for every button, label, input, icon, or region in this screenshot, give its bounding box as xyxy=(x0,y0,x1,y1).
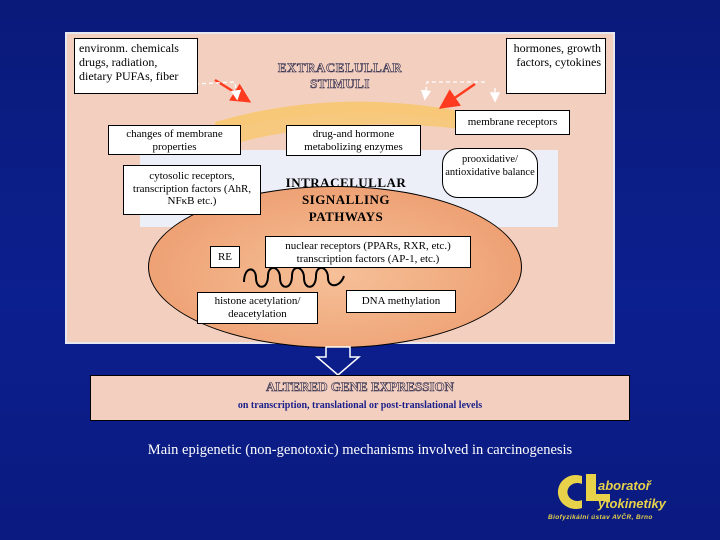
arrow-horm-2 xyxy=(420,81,485,101)
membrane-receptors-box: membrane receptors xyxy=(455,110,570,135)
logo-subtitle: Biofyzikální ústav AVČR, Brno xyxy=(548,514,653,521)
cytosolic-box: cytosolic receptors, transcription facto… xyxy=(123,165,261,215)
logo-line2: ytokinetiky xyxy=(597,496,667,511)
gene-expression-subtitle: on transcription, translational or post-… xyxy=(237,400,483,411)
dna-methylation-text: DNA methylation xyxy=(361,295,441,307)
membrane-receptors-text: membrane receptors xyxy=(467,116,558,128)
gene-expression-title: ALTERED GENE EXPRESSION xyxy=(265,379,455,395)
logo-line1: aboratoř xyxy=(598,478,653,493)
cytosolic-text: cytosolic receptors, transcription facto… xyxy=(132,170,252,207)
gene-expression-box xyxy=(90,375,630,421)
drug-enzymes-box: drug-and hormone metabolizing enzymes xyxy=(286,125,421,156)
re-text: RE xyxy=(217,251,233,263)
drug-enzymes-text: drug-and hormone metabolizing enzymes xyxy=(304,128,403,153)
down-arrow-icon xyxy=(315,346,361,376)
intracellular-title: INTRACELULLAR SIGNALLING PATHWAYS xyxy=(285,175,407,224)
dna-methylation-box: DNA methylation xyxy=(346,290,456,313)
environmental-factors-box: environm. chemicals drugs, radiation, di… xyxy=(74,38,198,94)
histone-box: histone acetylation/ deacetylation xyxy=(197,292,318,324)
membrane-properties-box: changes of membrane properties xyxy=(108,125,241,155)
hormones-text: hormones, growth factors, cytokines xyxy=(513,41,601,69)
nuclear-receptors-text: nuclear receptors (PPARs, RXR, etc.) tra… xyxy=(285,240,451,265)
arrow-env-2 xyxy=(194,81,242,101)
arrow-horm-1 xyxy=(438,82,476,109)
laboratory-logo: aboratoř ytokinetiky xyxy=(557,474,667,511)
figure-caption: Main epigenetic (non-genotoxic) mechanis… xyxy=(147,442,573,458)
extracellular-title: EXTRACELULLAR STIMULI xyxy=(277,60,403,92)
hormones-box: hormones, growth factors, cytokines xyxy=(506,38,606,94)
prooxidative-box: prooxidative/ antioxidative balance xyxy=(442,148,538,198)
nuclear-receptors-box: nuclear receptors (PPARs, RXR, etc.) tra… xyxy=(265,236,471,268)
membrane-properties-text: changes of membrane properties xyxy=(126,128,223,153)
prooxidative-text: prooxidative/ antioxidative balance xyxy=(445,154,535,178)
histone-text: histone acetylation/ deacetylation xyxy=(214,295,301,320)
chromatin-icon xyxy=(243,267,345,288)
re-box: RE xyxy=(210,246,240,268)
environmental-factors-text: environm. chemicals drugs, radiation, di… xyxy=(79,41,179,83)
